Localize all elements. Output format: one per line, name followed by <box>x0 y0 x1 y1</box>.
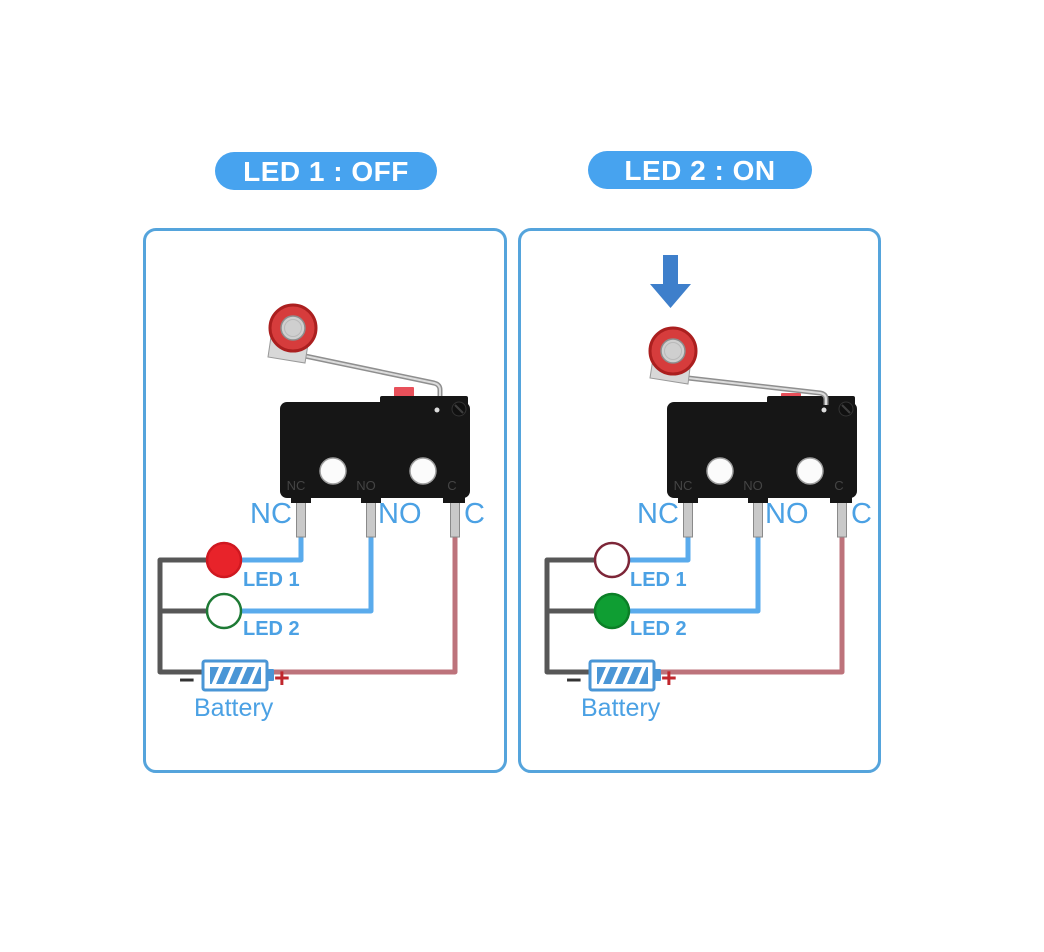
terminal-label-c-right: C <box>851 498 872 530</box>
battery-label-right: Battery <box>581 694 661 722</box>
panel-switch-pressed <box>518 228 881 773</box>
led2-label-right: LED 2 <box>630 618 687 640</box>
terminal-label-no-right: NO <box>765 498 809 530</box>
battery-label-left: Battery <box>194 694 274 722</box>
badge-led1-state: LED 1 : OFF <box>215 152 437 190</box>
terminal-label-nc-right: NC <box>637 498 679 530</box>
battery-plus-sign-right: + <box>661 663 677 693</box>
battery-minus-sign-left: − <box>179 665 195 695</box>
panel-switch-released <box>143 228 507 773</box>
terminal-label-c-left: C <box>464 498 485 530</box>
terminal-label-nc-left: NC <box>250 498 292 530</box>
battery-plus-sign-left: + <box>274 663 290 693</box>
badge-led2-state: LED 2 : ON <box>588 151 812 189</box>
led2-label-left: LED 2 <box>243 618 300 640</box>
led1-label-right: LED 1 <box>630 569 687 591</box>
terminal-label-no-left: NO <box>378 498 422 530</box>
battery-minus-sign-right: − <box>566 665 582 695</box>
led1-label-left: LED 1 <box>243 569 300 591</box>
